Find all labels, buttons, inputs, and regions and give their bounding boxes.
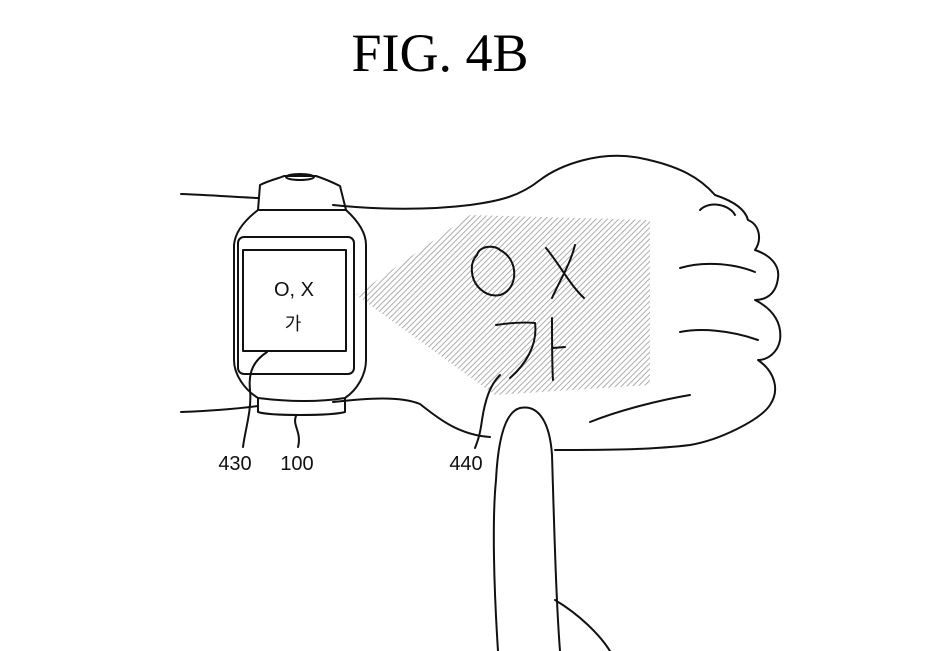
watch-screen-430 — [242, 249, 347, 352]
handwritten-x — [545, 244, 585, 299]
arm-outline — [180, 154, 782, 451]
handwritten-o — [470, 245, 516, 297]
watch-screen-text-line1: O, X — [274, 279, 314, 301]
finger-outline — [492, 406, 611, 651]
handwritten-ga — [495, 317, 566, 381]
figure-title: FIG. 4B — [351, 23, 529, 83]
label-430: 430 — [218, 453, 251, 475]
label-440: 440 — [449, 453, 482, 475]
watch-screen-text-line2: 가 — [285, 314, 302, 334]
leader-lines — [242, 351, 501, 449]
smartwatch-100: O, X 가 — [233, 173, 367, 416]
projected-screen-440 — [356, 215, 650, 395]
label-100: 100 — [280, 453, 313, 475]
